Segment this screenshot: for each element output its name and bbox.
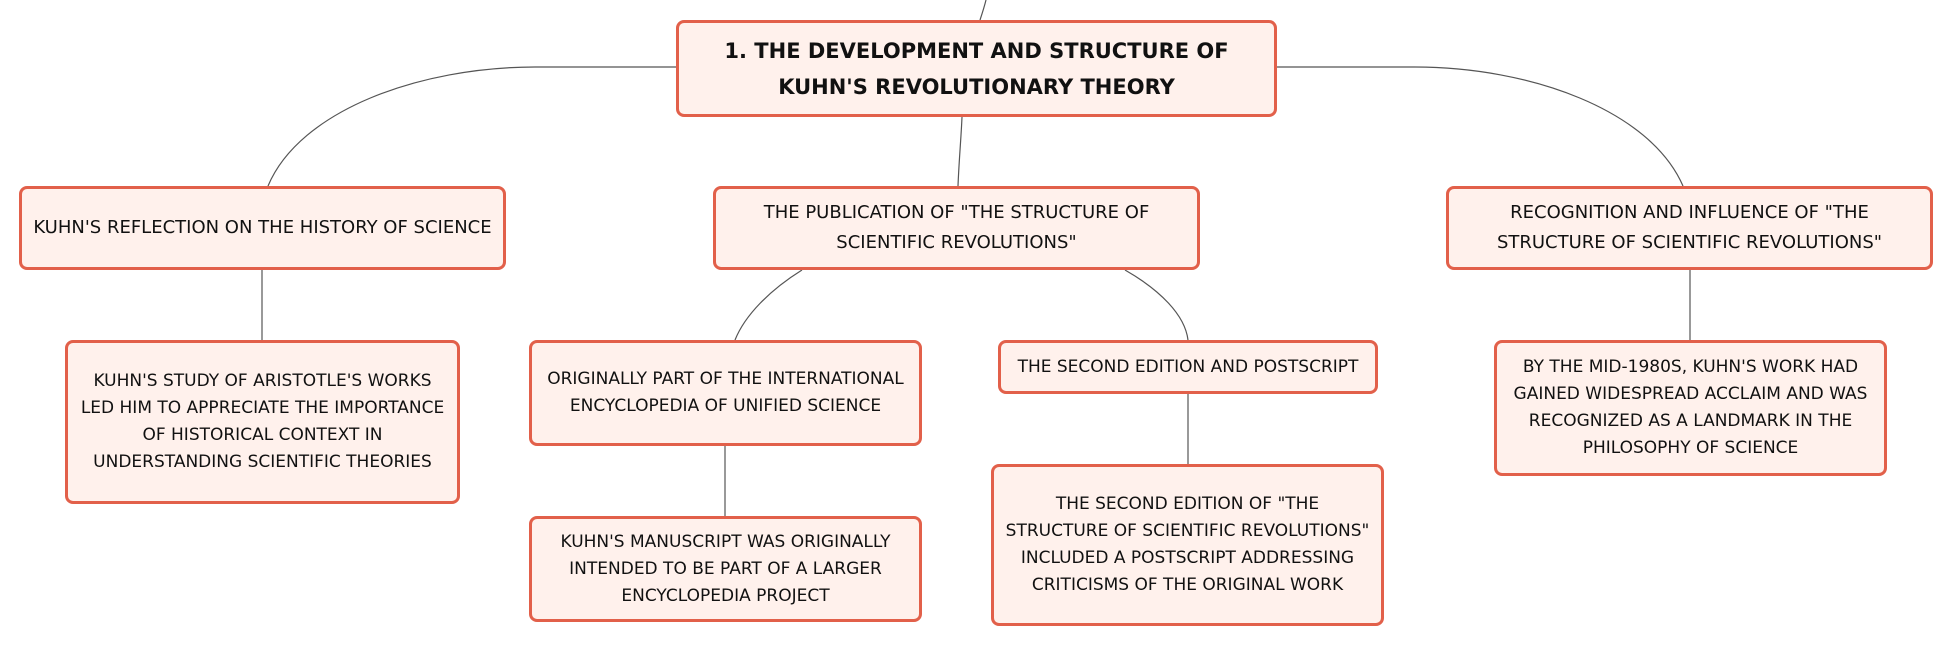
subtopic-manuscript-encyclopedia-project[interactable]: KUHN'S MANUSCRIPT WAS ORIGINALLY INTENDE…: [529, 516, 922, 622]
connector-line-publication-to-second-edition: [1124, 269, 1189, 341]
topic-kuhn-reflection-history[interactable]: KUHN'S REFLECTION ON THE HISTORY OF SCIE…: [19, 186, 506, 270]
connector-line-parent: [979, 0, 987, 21]
subtopic-international-encyclopedia[interactable]: ORIGINALLY PART OF THE INTERNATIONAL ENC…: [529, 340, 922, 446]
topic-publication-structure[interactable]: THE PUBLICATION OF "THE STRUCTURE OF SCI…: [713, 186, 1200, 270]
subtopic-second-edition-postscript[interactable]: THE SECOND EDITION AND POSTSCRIPT: [998, 340, 1378, 394]
subtopic-mid-1980s-landmark[interactable]: BY THE MID-1980S, KUHN'S WORK HAD GAINED…: [1494, 340, 1887, 476]
topic-recognition-influence[interactable]: RECOGNITION AND INFLUENCE OF "THE STRUCT…: [1446, 186, 1933, 270]
connector-line-publication-to-encyclopedia: [734, 269, 803, 341]
connector-line-root-to-history: [267, 66, 676, 187]
subtopic-aristotle-study[interactable]: KUHN'S STUDY OF ARISTOTLE'S WORKS LED HI…: [65, 340, 460, 504]
subtopic-postscript-criticisms[interactable]: THE SECOND EDITION OF "THE STRUCTURE OF …: [991, 464, 1384, 626]
root-topic[interactable]: 1. THE DEVELOPMENT AND STRUCTURE OF KUHN…: [676, 20, 1277, 117]
connector-line-root-to-recognition: [1277, 66, 1684, 187]
connector-line-root-to-publication: [957, 116, 963, 187]
